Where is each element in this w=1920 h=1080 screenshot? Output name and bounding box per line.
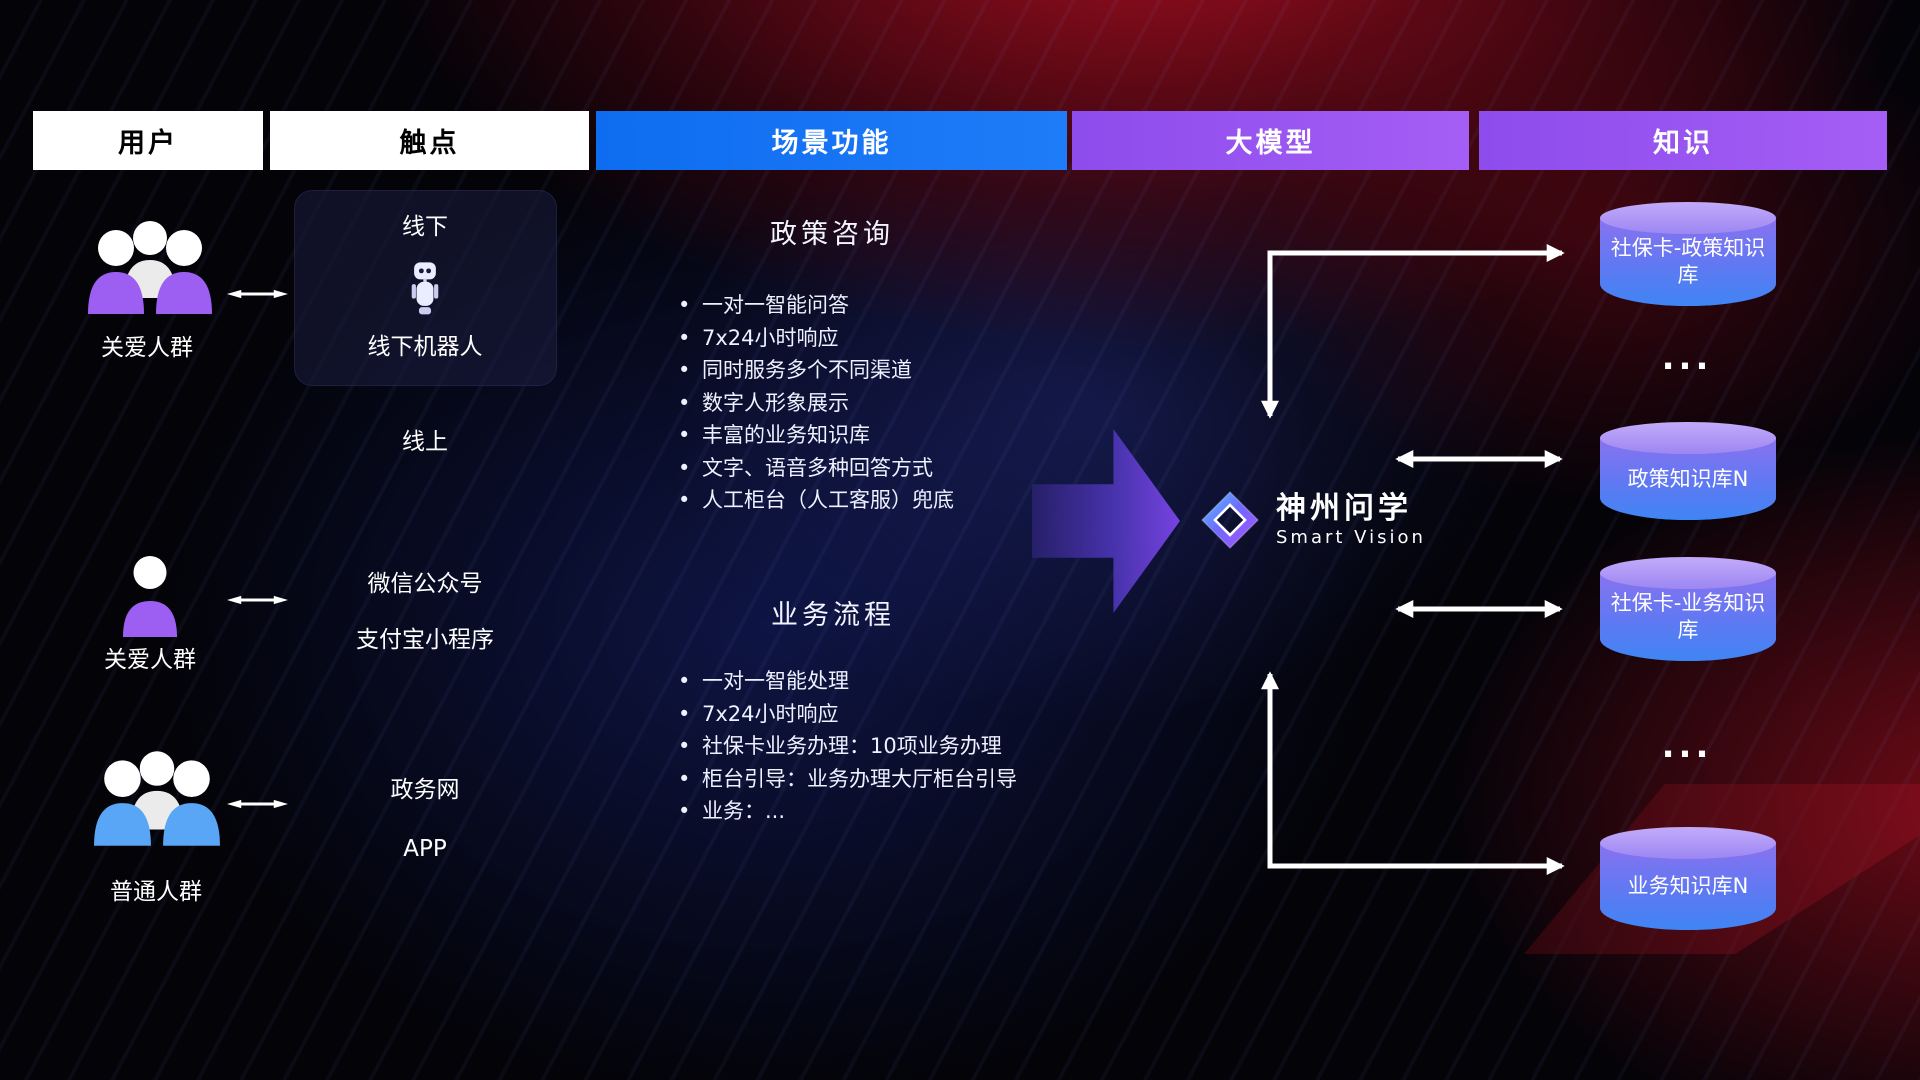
robot-icon	[404, 260, 446, 318]
feature-item: 社保卡业务办理：10项业务办理	[676, 730, 1017, 763]
channel-app: APP	[403, 836, 447, 862]
diamond-gem-icon	[1201, 491, 1259, 549]
header-scenarios: 场景功能	[596, 111, 1067, 170]
double-headed-arrow-icon	[227, 799, 288, 809]
feature-item: 数字人形象展示	[676, 387, 954, 420]
header-knowledge: 知识	[1479, 111, 1887, 170]
database-policy-n: 政策知识库N	[1600, 422, 1776, 520]
database-label: 社保卡-政策知识库	[1610, 236, 1766, 287]
scenario-title-business: 业务流程	[771, 600, 895, 631]
feature-item: 业务：...	[676, 795, 1017, 828]
feature-item: 丰富的业务知识库	[676, 419, 954, 452]
offline-robot-label: 线下机器人	[367, 334, 483, 360]
offline-title: 线下	[402, 214, 448, 240]
online-title: 线上	[402, 429, 448, 455]
header-users: 用户	[33, 111, 263, 170]
feature-item: 人工柜台（人工客服）兜底	[676, 484, 954, 517]
feature-item: 一对一智能问答	[676, 289, 954, 322]
database-label: 政策知识库N	[1627, 466, 1749, 491]
user-group-label: 关爱人群	[104, 647, 196, 673]
model-name: 神州问学	[1276, 490, 1412, 526]
double-headed-arrow-icon	[227, 595, 288, 605]
header-touchpoints: 触点	[270, 111, 589, 170]
policy-feature-list: 一对一智能问答 7x24小时响应 同时服务多个不同渠道 数字人形象展示 丰富的业…	[676, 289, 954, 517]
cylinder-top	[1600, 202, 1776, 234]
elbow-arrow-bottom	[1261, 671, 1565, 875]
cylinder-top	[1600, 422, 1776, 454]
database-business-sscard: 社保卡-业务知识库	[1600, 557, 1776, 661]
business-feature-list: 一对一智能处理 7x24小时响应 社保卡业务办理：10项业务办理 柜台引导：业务…	[676, 665, 1017, 828]
database-label: 社保卡-业务知识库	[1610, 591, 1766, 642]
cylinder-top	[1600, 557, 1776, 589]
block-arrow-right-icon	[1032, 429, 1180, 613]
cylinder-top	[1600, 827, 1776, 859]
user-group-label: 关爱人群	[101, 335, 193, 361]
double-headed-arrow-icon	[227, 289, 288, 299]
person-icon	[120, 551, 180, 639]
group-people-icon	[86, 218, 214, 318]
channel-alipay: 支付宝小程序	[356, 627, 494, 653]
feature-item: 柜台引导：业务办理大厅柜台引导	[676, 763, 1017, 796]
smart-vision-logo: 神州问学 Smart Vision	[1200, 490, 1426, 550]
feature-item: 同时服务多个不同渠道	[676, 354, 954, 387]
model-subtitle: Smart Vision	[1276, 526, 1426, 548]
group-people-icon	[92, 748, 222, 850]
feature-item: 文字、语音多种回答方式	[676, 452, 954, 485]
elbow-arrow-top	[1261, 244, 1565, 419]
channel-wechat: 微信公众号	[367, 571, 483, 597]
ellipsis-more: ...	[1661, 726, 1713, 766]
feature-item: 一对一智能处理	[676, 665, 1017, 698]
header-model: 大模型	[1072, 111, 1469, 170]
user-group-label: 普通人群	[110, 879, 202, 905]
feature-item: 7x24小时响应	[676, 322, 954, 355]
feature-item: 7x24小时响应	[676, 698, 1017, 731]
ellipsis-more: ...	[1661, 338, 1713, 378]
database-business-n: 业务知识库N	[1600, 827, 1776, 930]
channel-govweb: 政务网	[390, 777, 460, 803]
database-label: 业务知识库N	[1627, 874, 1749, 898]
scenario-title-policy: 政策咨询	[770, 219, 894, 250]
database-policy-sscard: 社保卡-政策知识库	[1600, 202, 1776, 306]
